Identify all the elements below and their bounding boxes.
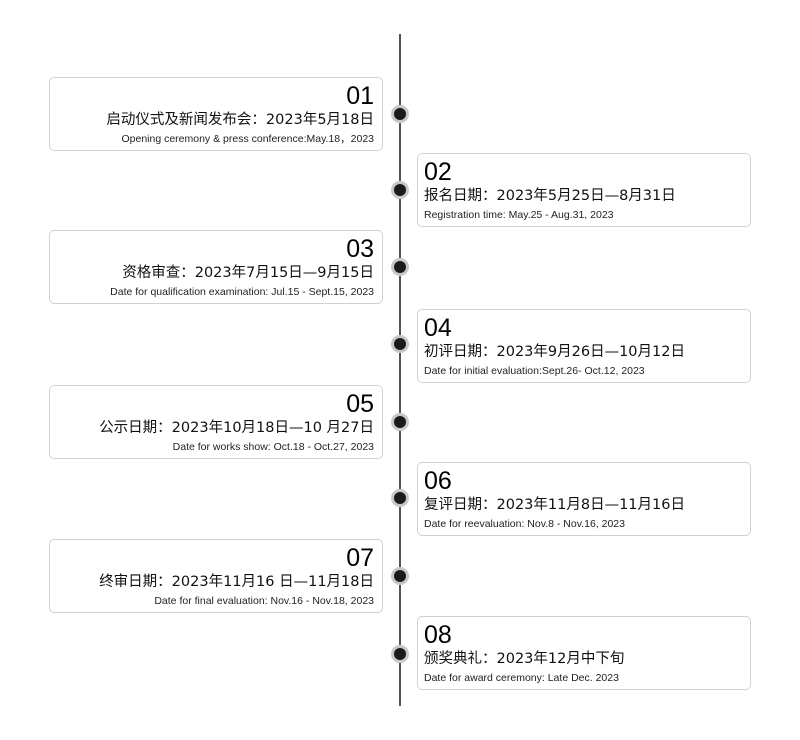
timeline-card-04: 04 初评日期：2023年9月26日—10月12日 Date for initi… xyxy=(417,309,751,383)
timeline-node-7 xyxy=(394,570,406,582)
step-number: 06 xyxy=(424,467,452,495)
timeline-card-02: 02 报名日期：2023年5月25日—8月31日 Registration ti… xyxy=(417,153,751,227)
timeline-node-5 xyxy=(394,416,406,428)
step-title-en: Date for qualification examination: Jul.… xyxy=(110,286,374,298)
timeline-node-2 xyxy=(394,184,406,196)
step-title-zh: 启动仪式及新闻发布会：2023年5月18日 xyxy=(106,112,374,128)
timeline-card-07: 07 终审日期：2023年11月16 日—11月18日 Date for fin… xyxy=(49,539,383,613)
step-number: 07 xyxy=(346,544,374,572)
step-title-zh: 资格审查：2023年7月15日—9月15日 xyxy=(122,265,374,281)
timeline-card-05: 05 公示日期：2023年10月18日—10 月27日 Date for wor… xyxy=(49,385,383,459)
step-number: 05 xyxy=(346,390,374,418)
step-title-zh: 初评日期：2023年9月26日—10月12日 xyxy=(424,344,685,360)
step-title-zh: 终审日期：2023年11月16 日—11月18日 xyxy=(99,574,374,590)
timeline-node-8 xyxy=(394,648,406,660)
step-title-en: Date for initial evaluation:Sept.26- Oct… xyxy=(424,365,645,377)
step-title-zh: 报名日期：2023年5月25日—8月31日 xyxy=(424,188,676,204)
step-title-zh: 复评日期：2023年11月8日—11月16日 xyxy=(424,497,685,513)
step-title-zh: 公示日期：2023年10月18日—10 月27日 xyxy=(99,420,374,436)
step-title-en: Date for final evaluation: Nov.16 - Nov.… xyxy=(154,595,374,607)
step-title-en: Date for award ceremony: Late Dec. 2023 xyxy=(424,672,619,684)
timeline-node-3 xyxy=(394,261,406,273)
timeline-node-6 xyxy=(394,492,406,504)
timeline-node-4 xyxy=(394,338,406,350)
timeline-card-06: 06 复评日期：2023年11月8日—11月16日 Date for reeva… xyxy=(417,462,751,536)
step-title-en: Opening ceremony & press conference:May.… xyxy=(121,133,374,145)
step-title-zh: 颁奖典礼：2023年12月中下旬 xyxy=(424,651,625,667)
step-number: 01 xyxy=(346,82,374,110)
step-title-en: Registration time: May.25 - Aug.31, 2023 xyxy=(424,209,614,221)
timeline-card-08: 08 颁奖典礼：2023年12月中下旬 Date for award cerem… xyxy=(417,616,751,690)
step-number: 08 xyxy=(424,621,452,649)
timeline-card-01: 01 启动仪式及新闻发布会：2023年5月18日 Opening ceremon… xyxy=(49,77,383,151)
step-number: 04 xyxy=(424,314,452,342)
timeline-node-1 xyxy=(394,108,406,120)
step-title-en: Date for reevaluation: Nov.8 - Nov.16, 2… xyxy=(424,518,625,530)
timeline-card-03: 03 资格审查：2023年7月15日—9月15日 Date for qualif… xyxy=(49,230,383,304)
timeline-axis xyxy=(399,34,401,706)
step-title-en: Date for works show: Oct.18 - Oct.27, 20… xyxy=(172,441,374,453)
step-number: 03 xyxy=(346,235,374,263)
step-number: 02 xyxy=(424,158,452,186)
